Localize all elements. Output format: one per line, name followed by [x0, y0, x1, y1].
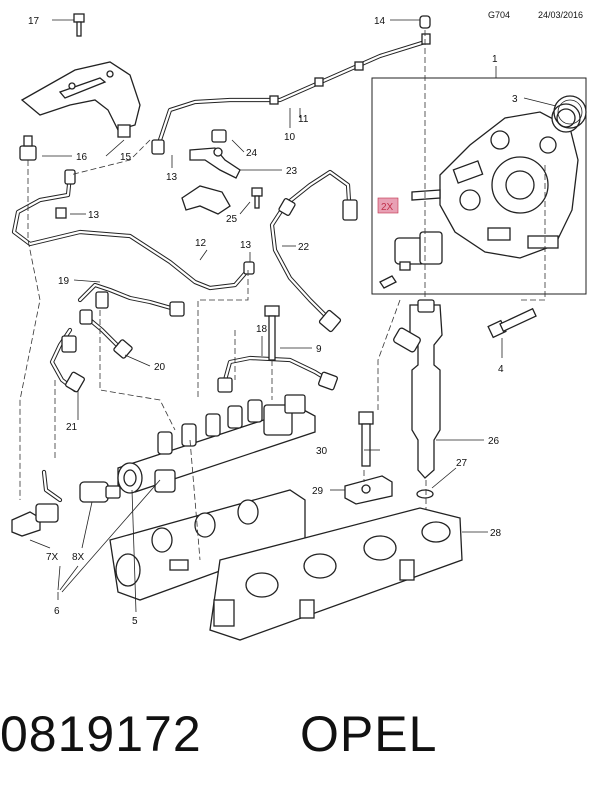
callout-14: 14 [374, 16, 386, 27]
callout-1: 1 [492, 54, 498, 65]
bracket-23[interactable] [181, 147, 241, 215]
bracket[interactable] [20, 61, 141, 138]
clip-13-right[interactable] [243, 261, 255, 275]
fuel-pump[interactable] [411, 103, 581, 259]
callout-13-b: 13 [88, 210, 100, 221]
callout-7x: 7X [46, 552, 59, 563]
callout-22: 22 [298, 242, 310, 253]
callout-20: 20 [154, 362, 166, 373]
callout-28: 28 [490, 528, 502, 539]
callout-27: 27 [456, 458, 468, 469]
clip-13-left[interactable] [55, 207, 67, 219]
callout-30: 30 [316, 446, 328, 457]
line-clips-11 [269, 61, 364, 105]
seal-ring[interactable] [553, 95, 587, 129]
callout-3: 3 [512, 94, 518, 105]
callout-29: 29 [312, 486, 324, 497]
highlight-box-2x [377, 197, 399, 214]
callout-6: 6 [54, 606, 60, 617]
callout-labels: 1 3 4 5 6 7X 8X 9 10 11 12 13 13 13 14 1… [28, 16, 518, 627]
clamp-29[interactable] [344, 475, 393, 505]
bolt-30[interactable] [358, 411, 374, 467]
callout-17: 17 [28, 16, 40, 27]
diagram-code: G704 [488, 10, 511, 20]
washer[interactable] [416, 489, 434, 499]
callout-13-a: 13 [166, 172, 178, 183]
callout-25: 25 [226, 214, 238, 225]
callout-26: 26 [488, 436, 500, 447]
part-number: 0819172 [0, 706, 202, 762]
callout-24: 24 [246, 148, 258, 159]
callout-2x: 2X [381, 202, 394, 213]
rail-valve-8x[interactable] [79, 481, 121, 503]
callout-23: 23 [286, 166, 298, 177]
callout-21: 21 [66, 422, 78, 433]
callout-10: 10 [284, 132, 296, 143]
callout-11: 11 [298, 114, 309, 125]
exploded-parts-diagram: 2X [11, 13, 587, 641]
callout-4: 4 [498, 364, 504, 375]
injector[interactable] [393, 299, 443, 479]
diagram-date: 24/03/2016 [538, 10, 584, 20]
fuel-rail[interactable] [117, 394, 316, 494]
brand-name: OPEL [300, 706, 438, 762]
callout-15: 15 [120, 152, 132, 163]
leakoff-line-10[interactable] [157, 39, 428, 143]
clip-13-mid[interactable] [151, 139, 165, 155]
carrier-lower-28[interactable] [209, 507, 463, 641]
callout-16: 16 [76, 152, 88, 163]
leader-lines [29, 19, 557, 613]
bolt-25[interactable] [251, 187, 263, 209]
connector-24[interactable] [211, 129, 227, 143]
rail-plug-7x[interactable] [11, 469, 63, 537]
callout-13-c: 13 [240, 240, 252, 251]
pump-assembly-frame [371, 77, 587, 295]
callout-5: 5 [132, 616, 138, 627]
pressure-regulator[interactable] [379, 231, 443, 289]
injector-pipe-18[interactable] [222, 355, 331, 383]
callout-9: 9 [316, 344, 322, 355]
bolt-4[interactable] [487, 307, 537, 339]
bolt-17[interactable] [73, 13, 85, 37]
clip-16[interactable] [19, 135, 37, 161]
callout-12: 12 [195, 238, 207, 249]
callout-8x: 8X [72, 552, 85, 563]
callout-19: 19 [58, 276, 70, 287]
connector-14[interactable] [419, 15, 431, 29]
callout-18: 18 [256, 324, 268, 335]
